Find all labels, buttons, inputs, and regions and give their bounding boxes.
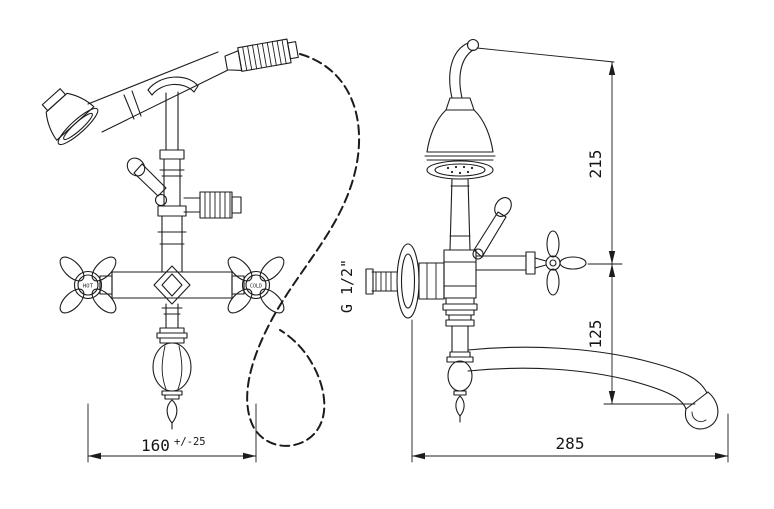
wall-mount <box>365 243 445 319</box>
mixer-body <box>99 265 245 305</box>
check-valve-union <box>183 191 242 219</box>
dim-width-front: 160 +/-25 <box>87 403 257 463</box>
thread-size-label: G 1/2" <box>338 259 356 313</box>
valve-body-side <box>443 249 477 299</box>
lower-rings <box>442 297 478 353</box>
shower-column <box>449 178 471 251</box>
front-view: HOT COLD <box>41 38 361 463</box>
handle-hot[interactable]: HOT <box>56 253 120 317</box>
hot-label: HOT <box>83 284 94 290</box>
handle-cold[interactable]: COLD <box>224 253 288 317</box>
dim-125-text: 125 <box>586 320 605 349</box>
shower-hook <box>449 38 480 99</box>
hose-connector <box>224 38 299 72</box>
diverter-lever-side <box>472 197 512 260</box>
dim-160-text: 160 <box>141 436 170 455</box>
dim-height-lower: 125 <box>586 263 696 405</box>
shower-hose <box>246 53 361 447</box>
spout <box>467 346 719 430</box>
shower-head <box>424 97 496 180</box>
dim-height-upper: 215 <box>476 47 616 265</box>
dim-285-text: 285 <box>556 434 585 453</box>
cross-handle-side[interactable] <box>475 230 587 296</box>
dim-160-tolerance-text: +/-25 <box>174 436 206 448</box>
dim-215-text: 215 <box>586 150 605 179</box>
dim-depth: 285 <box>411 319 729 463</box>
cold-label: COLD <box>250 284 262 290</box>
handshower-wand <box>87 51 229 133</box>
side-view: G 1/2" <box>338 38 729 463</box>
handshower-head <box>41 88 99 146</box>
diverter-lever <box>126 157 168 207</box>
cradle-column <box>147 76 199 273</box>
finial-drop-side <box>446 351 474 423</box>
hose-outlet-drop <box>152 303 192 430</box>
